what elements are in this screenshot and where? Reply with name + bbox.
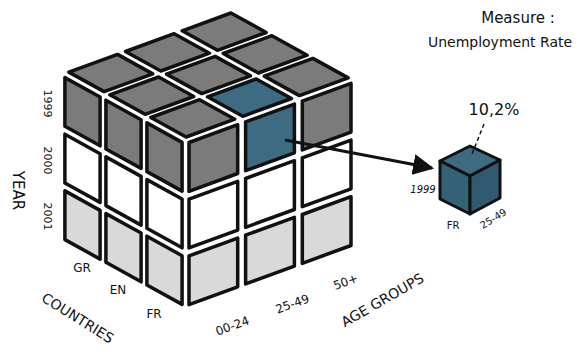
cube-cell bbox=[246, 217, 295, 284]
cube-cells bbox=[65, 13, 351, 305]
cell-value: 10,2% bbox=[469, 102, 520, 118]
country-label: FR bbox=[146, 308, 161, 320]
cube-cell bbox=[302, 83, 351, 149]
cell-country: FR bbox=[447, 221, 460, 231]
cell-age: 25-49 bbox=[479, 207, 509, 231]
cube-cell bbox=[189, 181, 238, 248]
cube-cell bbox=[189, 125, 238, 192]
cube-cell bbox=[246, 161, 295, 228]
cube-cell bbox=[147, 236, 182, 304]
year-label: 2000 bbox=[42, 146, 53, 174]
measure-label: Measure : bbox=[481, 11, 555, 26]
axis-title: COUNTRIES bbox=[40, 290, 117, 345]
measure-name: Unemployment Rate bbox=[428, 35, 572, 49]
pointer-arrow bbox=[285, 140, 432, 168]
age-label: 50+ bbox=[332, 272, 360, 292]
country-label: GR bbox=[73, 262, 91, 274]
year-label: 1999 bbox=[42, 89, 53, 117]
cell-year: 1999 bbox=[410, 185, 435, 195]
cube-cell bbox=[246, 104, 295, 171]
age-label: 25-49 bbox=[274, 292, 311, 315]
cube-cell bbox=[189, 238, 238, 305]
single-cell-cube bbox=[440, 146, 500, 214]
cube-cell bbox=[302, 197, 351, 264]
axis-title: YEAR bbox=[11, 170, 26, 209]
cube-cell bbox=[182, 13, 266, 50]
cube-cell bbox=[106, 214, 141, 282]
age-label: 00-24 bbox=[214, 314, 251, 337]
value-leader bbox=[472, 124, 484, 154]
country-label: EN bbox=[110, 284, 127, 296]
year-label: 2001 bbox=[42, 202, 53, 230]
cube-cell bbox=[65, 191, 100, 259]
